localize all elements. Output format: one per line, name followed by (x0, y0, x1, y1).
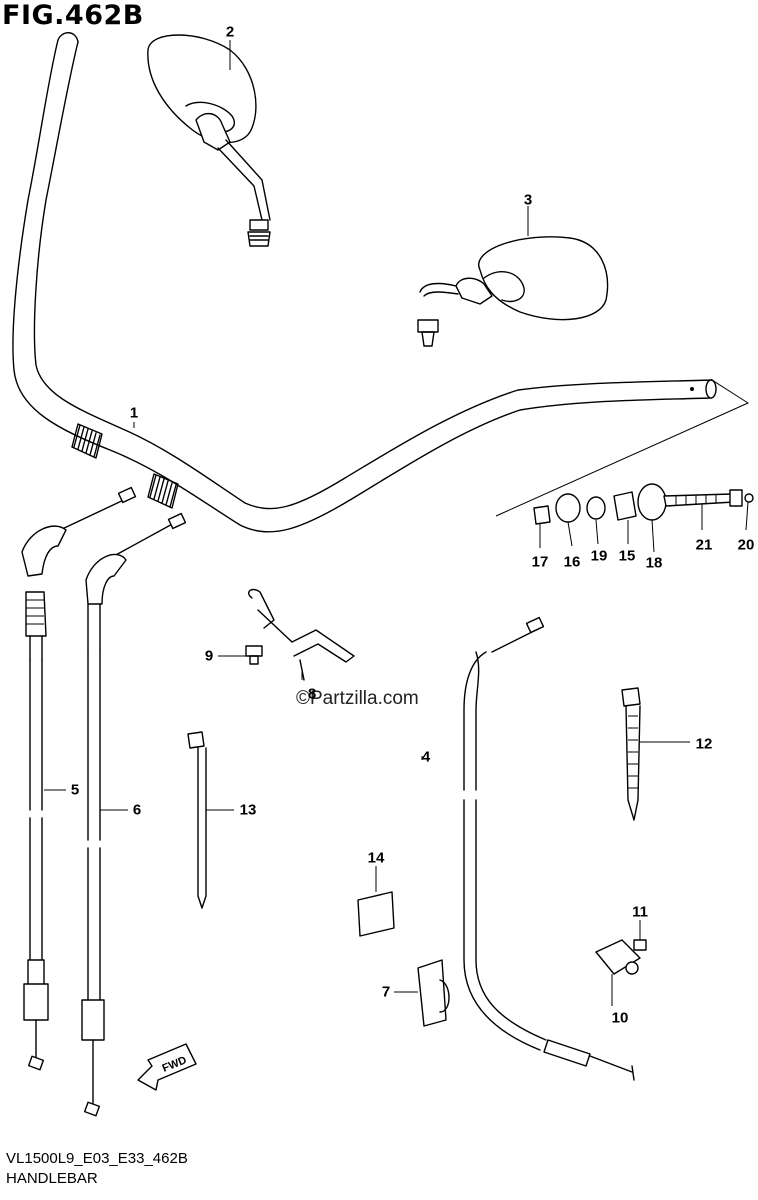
callout-7[interactable]: 7 (381, 983, 391, 1001)
callout-19[interactable]: 19 (590, 547, 608, 565)
callout-5[interactable]: 5 (70, 781, 80, 799)
callout-18[interactable]: 18 (645, 554, 663, 572)
tie-strap-12-part[interactable] (621, 687, 641, 821)
callout-9[interactable]: 9 (204, 647, 214, 665)
knurl-right (147, 473, 179, 509)
watermark: ©Partzilla.com (296, 688, 419, 709)
mirror-left-part[interactable] (147, 34, 271, 247)
callout-12[interactable]: 12 (695, 735, 713, 753)
callout-3[interactable]: 3 (523, 191, 533, 209)
figure-title: FIG.462B (2, 0, 144, 31)
callout-15[interactable]: 15 (618, 547, 636, 565)
section-name: HANDLEBAR (6, 1170, 98, 1187)
tie-13-part[interactable] (187, 731, 207, 909)
callout-6[interactable]: 6 (132, 801, 142, 819)
callout-4[interactable]: 4 (421, 748, 431, 766)
callout-10[interactable]: 10 (611, 1009, 629, 1027)
bolt-9-part[interactable] (245, 645, 263, 665)
callout-13[interactable]: 13 (239, 801, 257, 819)
knurl-left (71, 423, 103, 459)
cable-clamp-7-part[interactable] (417, 959, 450, 1027)
callout-16[interactable]: 16 (563, 553, 581, 571)
handlebar-part[interactable] (12, 32, 750, 533)
callout-1[interactable]: 1 (129, 404, 139, 422)
callout-11[interactable]: 11 (632, 903, 648, 921)
throttle-cable-5-part[interactable] (21, 486, 137, 1071)
clamp-10-part[interactable] (595, 939, 641, 975)
callout-21[interactable]: 21 (695, 536, 713, 554)
bracket-8-part[interactable] (248, 588, 355, 681)
screw-11-part[interactable] (633, 939, 647, 951)
leader-lines (44, 40, 749, 1006)
clutch-cable-part[interactable] (463, 616, 635, 1081)
callout-14[interactable]: 14 (367, 849, 385, 867)
fwd-arrow-icon: FWD (137, 1043, 197, 1091)
throttle-cable-6-part[interactable] (81, 512, 187, 1117)
callout-2[interactable]: 2 (225, 23, 235, 41)
mirror-right-part[interactable] (417, 236, 609, 347)
riser-assembly-parts[interactable] (533, 483, 754, 525)
callout-17[interactable]: 17 (531, 553, 549, 571)
model-code: VL1500L9_E03_E33_462B (6, 1150, 188, 1167)
callout-8[interactable]: 8 (307, 685, 317, 703)
callout-20[interactable]: 20 (737, 536, 755, 554)
label-14-part[interactable] (357, 891, 395, 937)
